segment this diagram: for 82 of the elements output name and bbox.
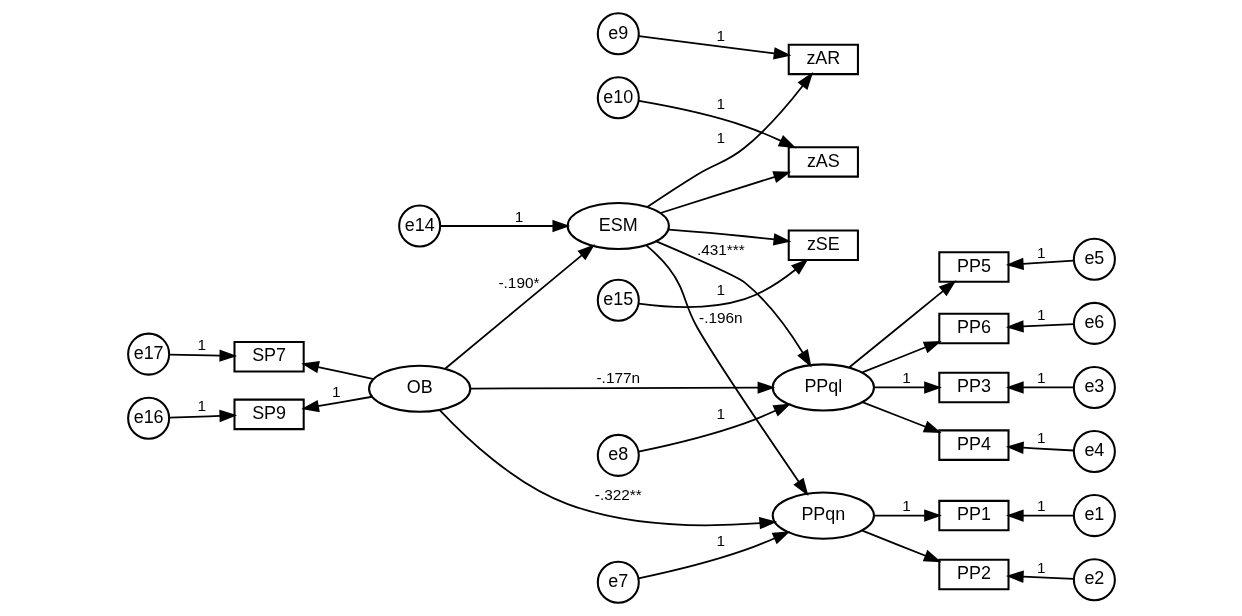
edge-label: 1 xyxy=(1036,497,1045,515)
arrow xyxy=(1005,257,1075,270)
arrow xyxy=(847,280,956,369)
arrow xyxy=(168,409,237,423)
edge-label: 1 xyxy=(197,397,206,415)
edge-label: 1 xyxy=(901,369,911,387)
node-circle: e14 xyxy=(397,204,441,248)
edge-label: 1 xyxy=(197,335,206,353)
arrow xyxy=(1005,509,1074,522)
node-circle: e10 xyxy=(596,76,640,120)
edge-label: 1 xyxy=(716,404,725,422)
edge-label: 1 xyxy=(716,94,725,112)
edge-label: .431*** xyxy=(696,240,745,258)
arrow xyxy=(444,244,595,370)
arrow xyxy=(667,228,791,246)
arrow xyxy=(438,409,777,530)
edge-label: 1 xyxy=(716,531,725,549)
edge-label: -.322** xyxy=(594,485,642,503)
arrow xyxy=(872,509,942,522)
node-circle: e1 xyxy=(1072,494,1116,538)
node-box: PP5 xyxy=(937,251,1010,283)
edge-label: 1 xyxy=(514,207,523,225)
node-circle: e2 xyxy=(1072,558,1116,602)
node-box: zAR xyxy=(787,43,859,76)
node-circle: e4 xyxy=(1072,430,1116,474)
edge-label: 1 xyxy=(1036,369,1045,387)
edge-label: -.177n xyxy=(596,369,640,387)
arrow xyxy=(637,258,808,308)
node-circle: e16 xyxy=(126,396,170,440)
edge-label: 1 xyxy=(716,280,725,298)
edge-label: 1 xyxy=(716,26,725,44)
arrow xyxy=(654,240,812,368)
arrow xyxy=(637,35,791,60)
edge-label: -.196n xyxy=(698,308,743,326)
edge-label: -.190* xyxy=(497,274,539,292)
node-circle: e15 xyxy=(596,278,640,322)
arrow xyxy=(645,72,813,208)
edge-label: 1 xyxy=(1036,558,1045,576)
arrow xyxy=(637,531,790,580)
node-circle: e5 xyxy=(1072,237,1116,281)
arrow xyxy=(860,340,941,374)
node-ellipse: ESM xyxy=(566,201,670,251)
node-box: zAS xyxy=(787,146,859,178)
node-circle: e3 xyxy=(1072,365,1116,409)
arrow xyxy=(168,349,237,362)
arrow xyxy=(300,361,375,380)
node-circle: e8 xyxy=(596,433,640,477)
edge-label: 1 xyxy=(1036,429,1045,447)
edge-label: 1 xyxy=(1036,306,1045,324)
edge-label: 1 xyxy=(1036,243,1045,261)
node-ellipse: OB xyxy=(367,364,471,413)
arrow xyxy=(1005,570,1074,583)
arrow xyxy=(469,381,775,394)
arrow xyxy=(872,381,942,394)
node-circle: e6 xyxy=(1072,301,1116,345)
node-box: zSE xyxy=(787,229,859,261)
arrow xyxy=(860,529,941,563)
arrow xyxy=(860,401,942,433)
edge-label: 1 xyxy=(331,383,341,401)
edge-label: 1 xyxy=(901,497,911,515)
node-box: SP9 xyxy=(232,398,305,431)
arrow xyxy=(645,244,808,496)
arrow xyxy=(1005,320,1074,333)
node-box: PP4 xyxy=(937,429,1010,461)
arrow xyxy=(1005,441,1075,454)
arrow xyxy=(637,403,791,453)
node-ellipse: PPql xyxy=(771,363,875,412)
node-box: PP2 xyxy=(937,558,1010,591)
node-box: PP6 xyxy=(937,312,1010,345)
node-box: PP3 xyxy=(937,371,1010,404)
arrow xyxy=(439,219,570,233)
node-circle: e7 xyxy=(596,560,640,604)
node-ellipse: PPqn xyxy=(771,491,875,540)
node-circle: e9 xyxy=(596,12,640,56)
node-box: PP1 xyxy=(937,499,1010,532)
node-circle: e17 xyxy=(126,332,170,376)
edge-label: 1 xyxy=(716,129,725,147)
arrow xyxy=(1005,381,1074,394)
arrow xyxy=(300,395,373,413)
arrow xyxy=(637,100,796,149)
arrow xyxy=(659,171,791,214)
node-box: SP7 xyxy=(232,340,305,373)
